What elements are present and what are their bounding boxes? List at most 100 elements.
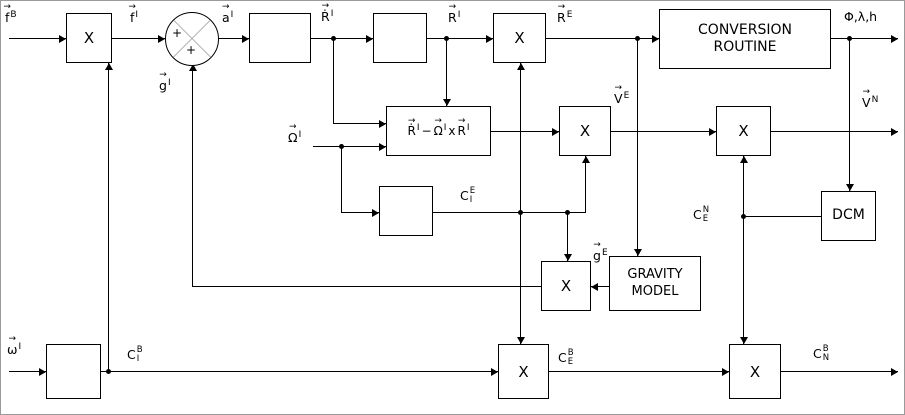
wire xyxy=(333,123,386,124)
integrator-box-1 xyxy=(249,13,311,63)
multiplier-x-label: X xyxy=(514,29,525,47)
wire xyxy=(9,38,66,39)
wire xyxy=(112,38,165,39)
label-v-e: V→E xyxy=(614,83,630,107)
arrowhead xyxy=(379,143,386,151)
velocity-nav-frame-multiplier: X xyxy=(716,106,771,156)
arrowhead xyxy=(552,128,559,136)
junction-dot xyxy=(565,210,570,215)
vector-arrow-icon: → xyxy=(3,2,11,13)
wire xyxy=(637,38,638,256)
arrowhead xyxy=(491,368,498,376)
wire xyxy=(743,216,744,344)
junction-dot xyxy=(635,36,640,41)
wire xyxy=(341,146,342,212)
arrowhead xyxy=(722,368,729,376)
gravity-transform-multiplier: X xyxy=(541,261,591,311)
label-g-i: g→I xyxy=(159,70,171,94)
arrowhead xyxy=(189,64,197,71)
arrowhead xyxy=(591,283,598,291)
arrowhead xyxy=(582,156,590,163)
dcm-box: DCM xyxy=(821,191,876,241)
arrowhead xyxy=(486,35,493,43)
plus-sign: + xyxy=(186,43,197,57)
plus-sign: + xyxy=(172,26,183,40)
ceb-multiplier: X xyxy=(498,344,549,399)
arrowhead xyxy=(39,368,46,376)
dcm-label: DCM xyxy=(832,207,865,224)
label-omega-i: Ω→I xyxy=(288,122,302,146)
vector-arrow-icon: → xyxy=(862,87,871,98)
summing-junction xyxy=(165,12,219,66)
multiplier-x-label: X xyxy=(83,29,95,47)
label-v-n: V→N xyxy=(862,87,879,111)
arrowhead xyxy=(564,254,572,261)
wire xyxy=(771,131,898,132)
label-omega-body-i: ω→I xyxy=(7,334,22,358)
arrowhead xyxy=(740,337,748,344)
wire xyxy=(849,38,850,191)
arrowhead xyxy=(158,35,165,43)
junction-dot xyxy=(741,214,746,219)
conversion-routine-line1: CONVERSION xyxy=(698,21,792,38)
wire xyxy=(743,156,744,216)
junction-dot xyxy=(518,210,523,215)
wire xyxy=(341,212,379,213)
wire xyxy=(520,63,521,344)
label-a-i: a→I xyxy=(222,2,234,26)
vector-arrow-icon: → xyxy=(593,240,601,251)
junction-dot xyxy=(331,36,336,41)
arrowhead xyxy=(652,35,659,43)
label-g-e: g→E xyxy=(593,240,608,264)
arrowhead xyxy=(740,156,748,163)
vector-arrow-icon: → xyxy=(159,70,167,81)
vector-arrow-icon: → xyxy=(289,122,297,133)
wire xyxy=(313,146,386,147)
gravity-model-line1: GRAVITY xyxy=(627,267,683,283)
multiplier-x-label: X xyxy=(518,362,529,381)
arrowhead xyxy=(242,35,249,43)
label-f-i: f→I xyxy=(128,2,139,26)
gravity-model-line2: MODEL xyxy=(631,283,679,299)
gravity-model-box: GRAVITY MODEL xyxy=(609,256,701,311)
wire xyxy=(427,38,493,39)
wire xyxy=(611,131,716,132)
wire xyxy=(585,156,586,212)
vector-arrow-icon: → xyxy=(614,83,623,94)
arrowhead xyxy=(891,128,898,136)
vector-arrow-icon: → xyxy=(128,2,136,13)
arrowhead xyxy=(366,35,373,43)
specific-force-transform-multiplier: X xyxy=(66,13,112,63)
multiplier-x-label: X xyxy=(749,362,761,381)
wire xyxy=(311,38,373,39)
arrowhead xyxy=(634,249,642,256)
wire xyxy=(831,38,898,39)
arrowhead xyxy=(59,35,66,43)
conversion-routine-box: CONVERSION ROUTINE xyxy=(659,9,831,69)
wire xyxy=(9,371,46,372)
position-frame-transform-multiplier: X xyxy=(493,13,546,63)
wire xyxy=(743,216,821,217)
arrowhead xyxy=(709,128,716,136)
junction-dot xyxy=(444,36,449,41)
attitude-computation-box xyxy=(46,344,101,399)
junction-dot xyxy=(106,369,111,374)
vector-arrow-icon: → xyxy=(321,1,330,12)
arrowhead xyxy=(517,63,525,70)
velocity-frame-transform-multiplier: X xyxy=(559,106,611,156)
wire xyxy=(446,38,447,106)
vector-arrow-icon: → xyxy=(434,116,442,127)
arrowhead xyxy=(891,368,898,376)
arrowhead xyxy=(517,337,525,344)
wire xyxy=(433,212,586,213)
vector-arrow-icon: → xyxy=(448,2,457,13)
wire xyxy=(108,63,109,371)
wire xyxy=(192,286,541,287)
multiplier-x-label: X xyxy=(560,277,572,295)
